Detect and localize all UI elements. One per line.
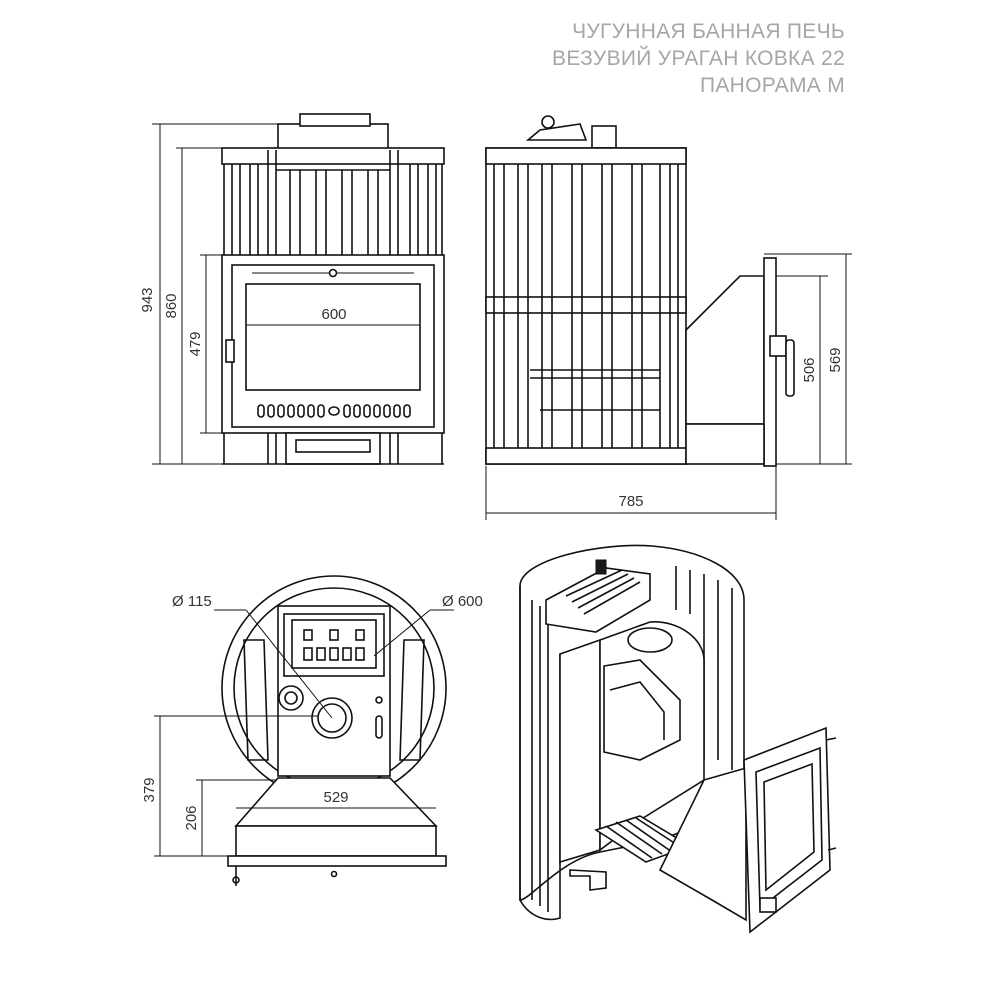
side-door-plate	[763, 257, 777, 467]
iso-firebox-inner	[599, 621, 705, 852]
product-title: ЧУГУННАЯ БАННАЯ ПЕЧЬ ВЕЗУВИЙ УРАГАН КОВК…	[552, 18, 845, 99]
side-handle-grip	[785, 339, 795, 397]
iso-tunnel	[658, 766, 747, 922]
top-left-window	[243, 639, 269, 761]
iso-door-frame	[755, 746, 823, 910]
leader-115	[245, 609, 333, 719]
iso-door-glass	[763, 762, 815, 892]
top-right-window	[399, 639, 425, 761]
front-view: 943 860 479 600	[139, 113, 445, 465]
label-529: 529	[323, 789, 348, 806]
label-569: 569	[827, 347, 844, 372]
front-chimney-cap	[299, 113, 371, 127]
top-bolt	[375, 696, 383, 704]
top-grate-frame	[283, 613, 385, 677]
side-valve	[525, 123, 588, 141]
top-valve-core	[284, 691, 298, 705]
ash-pan-slot	[295, 439, 371, 453]
side-bars	[493, 164, 679, 448]
iso-chamber	[603, 659, 681, 761]
side-tunnel-base	[685, 423, 765, 465]
iso-chimney-pipe	[595, 559, 607, 575]
side-valve-knob	[541, 115, 555, 129]
leader-600	[373, 609, 431, 657]
top-chimney-hole	[317, 703, 347, 733]
door-vent-slots	[257, 404, 411, 418]
side-tunnel	[685, 275, 765, 425]
title-line-2: ВЕЗУВИЙ УРАГАН КОВКА 22	[552, 47, 845, 70]
ash-pan	[285, 432, 381, 465]
top-door-plate	[227, 855, 447, 867]
label-479: 479	[187, 331, 204, 356]
side-mid-band	[485, 296, 687, 314]
iso-firebox-front	[559, 638, 601, 864]
door-ornament-center	[328, 268, 338, 278]
label-860: 860	[163, 293, 180, 318]
top-valve-ring	[278, 685, 304, 711]
label-943: 943	[139, 287, 156, 312]
top-handle-slot	[375, 715, 383, 739]
isometric-view	[519, 544, 837, 934]
top-grate-bars	[303, 629, 365, 661]
iso-door-plate	[743, 726, 831, 934]
front-glass	[245, 283, 421, 391]
door-handle	[225, 339, 235, 363]
side-view: 785 506 569	[485, 115, 852, 520]
label-d115: Ø 115	[172, 593, 212, 610]
label-506: 506	[801, 357, 818, 382]
title-line-3: ПАНОРАМА М	[699, 74, 845, 97]
side-bottom-band	[485, 447, 687, 465]
iso-chamber-inner	[609, 681, 665, 740]
front-top-band	[221, 147, 445, 165]
iso-grate-bars	[565, 569, 641, 615]
title-line-1: ЧУГУННАЯ БАННАЯ ПЕЧЬ	[572, 20, 845, 43]
side-handle	[769, 335, 787, 357]
top-view: Ø 115 Ø 600 379 206 529	[141, 575, 483, 886]
iso-front-band	[519, 586, 561, 921]
top-grate-inner	[291, 619, 377, 669]
label-785: 785	[618, 493, 643, 510]
iso-top-opening	[627, 627, 673, 653]
iso-door-latch	[759, 897, 777, 913]
label-600: 600	[321, 306, 346, 323]
side-top-band	[485, 147, 687, 165]
label-d600: Ø 600	[442, 593, 483, 610]
label-206: 206	[183, 805, 200, 830]
label-600-bg	[314, 306, 354, 323]
iso-base-tray	[569, 869, 607, 891]
label-379: 379	[141, 777, 158, 802]
side-chimney	[591, 125, 617, 149]
front-chimney-block	[277, 123, 389, 151]
top-tunnel-front	[235, 825, 437, 857]
iso-left-bars	[531, 600, 549, 912]
